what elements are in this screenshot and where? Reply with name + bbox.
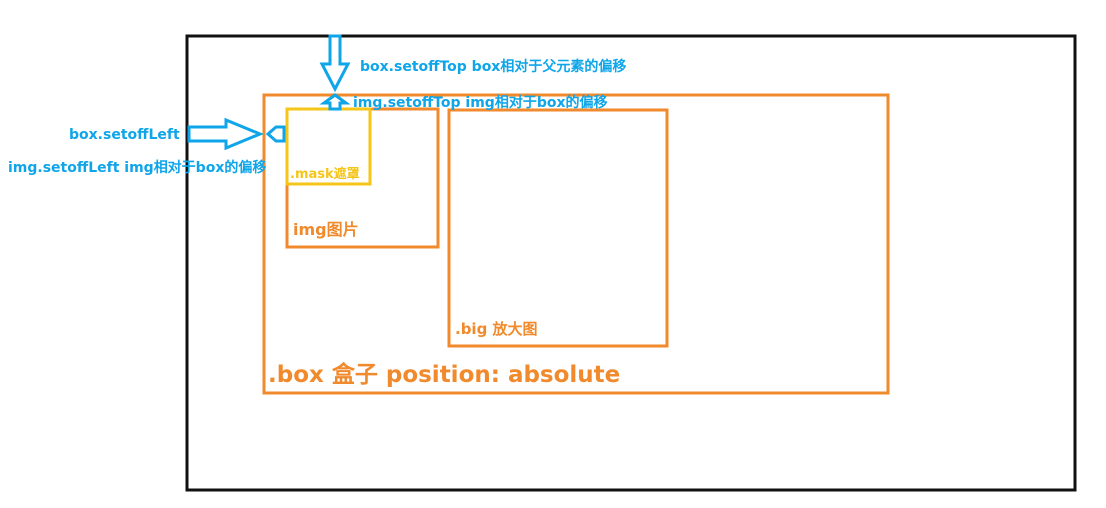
img-label: img图片 [293, 220, 359, 239]
box-offset-top-label: box.setoffTop box相对于父元素的偏移 [360, 58, 626, 75]
box-offset-top-arrow-icon [319, 34, 351, 93]
img-offset-left-label: img.setoffLeft img相对于box的偏移 [8, 159, 266, 176]
big-label: .big 放大图 [455, 320, 538, 338]
img-offset-top-label: img.setoffTop img相对于box的偏移 [353, 94, 608, 111]
img-offset-left-arrow-icon [265, 125, 286, 143]
mask-label: .mask遮罩 [290, 166, 360, 182]
box-label: .box 盒子 position: absolute [268, 361, 620, 388]
img-offset-top-arrow-icon [319, 93, 351, 111]
box-offset-left-label: box.setoffLeft [69, 127, 180, 143]
big-frame [447, 108, 669, 348]
box-offset-left-arrow-icon [187, 117, 264, 151]
outer-container [185, 34, 1077, 492]
box-frame [262, 93, 890, 395]
